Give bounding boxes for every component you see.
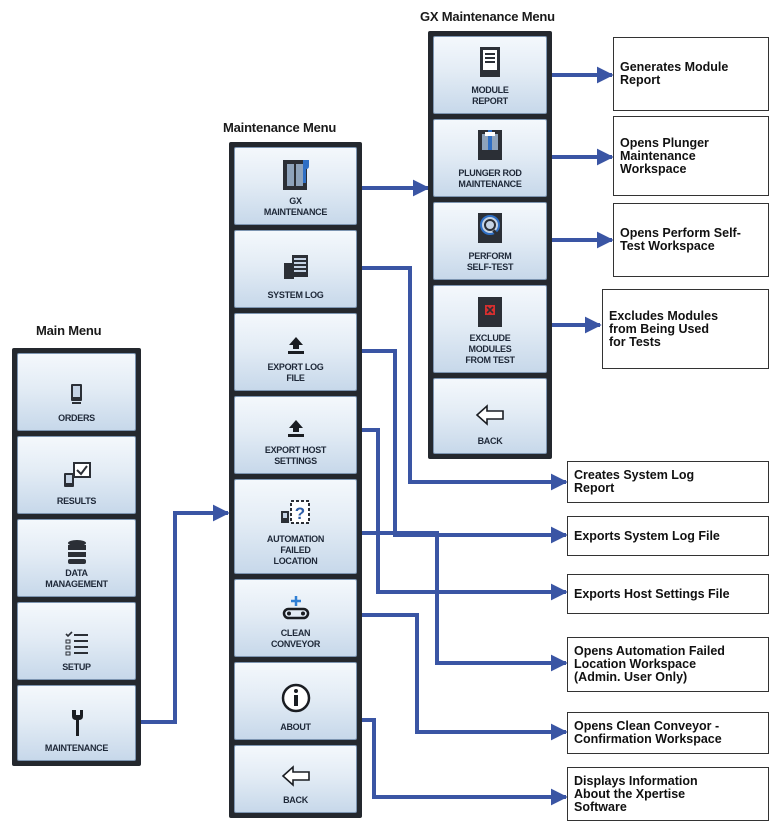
gx-maintenance-icon bbox=[279, 152, 313, 196]
exclude-module-icon bbox=[475, 291, 505, 333]
menu-label-orders: ORDERS bbox=[58, 413, 95, 423]
description-export-log-file: Exports System Log File bbox=[567, 516, 769, 556]
arrow-export-log bbox=[357, 349, 568, 544]
setup-checklist-icon bbox=[64, 624, 90, 662]
conveyor-icon bbox=[281, 588, 311, 628]
description-module-report: Generates Module Report bbox=[613, 37, 769, 111]
menu-label-about: ABOUT bbox=[280, 722, 311, 732]
description-automation-failed: Opens Automation Failed Location Workspa… bbox=[567, 637, 769, 692]
arrow-automation-failed bbox=[357, 531, 568, 672]
menu-button-setup[interactable]: SETUP bbox=[17, 602, 136, 680]
svg-text:?: ? bbox=[294, 504, 304, 523]
menu-label-maintenance: MAINTENANCE bbox=[44, 743, 109, 753]
plunger-rod-icon bbox=[475, 122, 505, 168]
description-export-host-settings: Exports Host Settings File bbox=[567, 574, 769, 614]
menu-label-system-log: SYSTEM LOG bbox=[267, 290, 324, 300]
arrow-system-log bbox=[357, 266, 568, 491]
menu-label-export-log-file: EXPORT LOG FILE bbox=[267, 362, 324, 383]
menu-label-module-report: MODULE REPORT bbox=[471, 85, 509, 106]
menu-label-gx-maintenance: GX MAINTENANCE bbox=[263, 196, 328, 217]
menu-label-data-management: DATA MANAGEMENT bbox=[45, 568, 108, 589]
menu-button-gx-back[interactable]: BACK bbox=[433, 378, 547, 454]
arrow-clean-conveyor bbox=[357, 613, 568, 741]
menu-button-gx-maintenance[interactable]: GX MAINTENANCE bbox=[234, 147, 357, 225]
description-system-log: Creates System Log Report bbox=[567, 461, 769, 503]
description-plunger-maintenance: Opens Plunger Maintenance Workspace bbox=[613, 116, 769, 196]
menu-label-back: BACK bbox=[283, 795, 308, 805]
results-icon bbox=[60, 456, 94, 496]
gx-menu-title: GX Maintenance Menu bbox=[420, 9, 555, 24]
menu-label-clean-conveyor: CLEAN CONVEYOR bbox=[270, 628, 321, 649]
arrow-main-to-maintenance bbox=[138, 504, 230, 724]
menu-button-plunger-rod-maintenance[interactable]: PLUNGER ROD MAINTENANCE bbox=[433, 119, 547, 197]
description-clean-conveyor: Opens Clean Conveyor - Confirmation Work… bbox=[567, 712, 769, 754]
menu-button-perform-self-test[interactable]: PERFORM SELF-TEST bbox=[433, 202, 547, 280]
description-perform-self-test: Opens Perform Self- Test Workspace bbox=[613, 203, 769, 277]
maintenance-menu-panel: GX MAINTENANCE SYSTEM LOG EXPORT LOG FIL… bbox=[229, 142, 362, 818]
menu-button-export-log-file[interactable]: EXPORT LOG FILE bbox=[234, 313, 357, 391]
arrow-about bbox=[357, 718, 568, 806]
export-icon bbox=[285, 328, 307, 362]
database-icon bbox=[66, 538, 88, 568]
menu-button-system-log[interactable]: SYSTEM LOG bbox=[234, 230, 357, 308]
main-menu-title: Main Menu bbox=[36, 323, 102, 338]
self-test-icon bbox=[475, 205, 505, 251]
menu-button-back[interactable]: BACK bbox=[234, 745, 357, 813]
menu-button-clean-conveyor[interactable]: CLEAN CONVEYOR bbox=[234, 579, 357, 657]
description-about: Displays Information About the Xpertise … bbox=[567, 767, 769, 821]
menu-label-results: RESULTS bbox=[56, 496, 97, 506]
arrow-export-host bbox=[357, 428, 568, 601]
menu-button-data-management[interactable]: DATA MANAGEMENT bbox=[17, 519, 136, 597]
back-arrow-icon bbox=[281, 757, 311, 795]
menu-button-automation-failed-location[interactable]: ? AUTOMATION FAILED LOCATION bbox=[234, 479, 357, 574]
menu-label-gx-back: BACK bbox=[477, 436, 503, 446]
automation-failed-icon: ? bbox=[279, 494, 313, 534]
back-arrow-icon bbox=[475, 394, 505, 436]
export-icon bbox=[285, 411, 307, 445]
maintenance-menu-title: Maintenance Menu bbox=[223, 120, 337, 135]
menu-label-perform-self-test: PERFORM SELF-TEST bbox=[466, 251, 514, 272]
menu-label-export-host-settings: EXPORT HOST SETTINGS bbox=[264, 445, 327, 466]
menu-button-results[interactable]: RESULTS bbox=[17, 436, 136, 514]
info-icon bbox=[280, 674, 312, 722]
menu-button-orders[interactable]: ORDERS bbox=[17, 353, 136, 431]
module-report-icon bbox=[477, 39, 503, 85]
menu-label-automation-failed-location: AUTOMATION FAILED LOCATION bbox=[266, 534, 325, 566]
menu-label-plunger-rod-maintenance: PLUNGER ROD MAINTENANCE bbox=[458, 168, 522, 189]
main-menu-panel: ORDERS RESULTS DATA MANAGEMENT SETUP MAI… bbox=[12, 348, 141, 766]
orders-icon bbox=[68, 375, 86, 413]
description-exclude-modules: Excludes Modules from Being Used for Tes… bbox=[602, 289, 769, 369]
system-log-icon bbox=[280, 246, 312, 290]
menu-label-exclude-modules: EXCLUDE MODULES FROM TEST bbox=[465, 333, 515, 365]
menu-button-about[interactable]: ABOUT bbox=[234, 662, 357, 740]
menu-label-setup: SETUP bbox=[62, 662, 91, 672]
wrench-icon bbox=[69, 703, 85, 743]
menu-button-maintenance[interactable]: MAINTENANCE bbox=[17, 685, 136, 761]
menu-button-export-host-settings[interactable]: EXPORT HOST SETTINGS bbox=[234, 396, 357, 474]
menu-button-exclude-modules[interactable]: EXCLUDE MODULES FROM TEST bbox=[433, 285, 547, 373]
gx-maintenance-menu-panel: MODULE REPORT PLUNGER ROD MAINTENANCE PE… bbox=[428, 31, 552, 459]
menu-button-module-report[interactable]: MODULE REPORT bbox=[433, 36, 547, 114]
